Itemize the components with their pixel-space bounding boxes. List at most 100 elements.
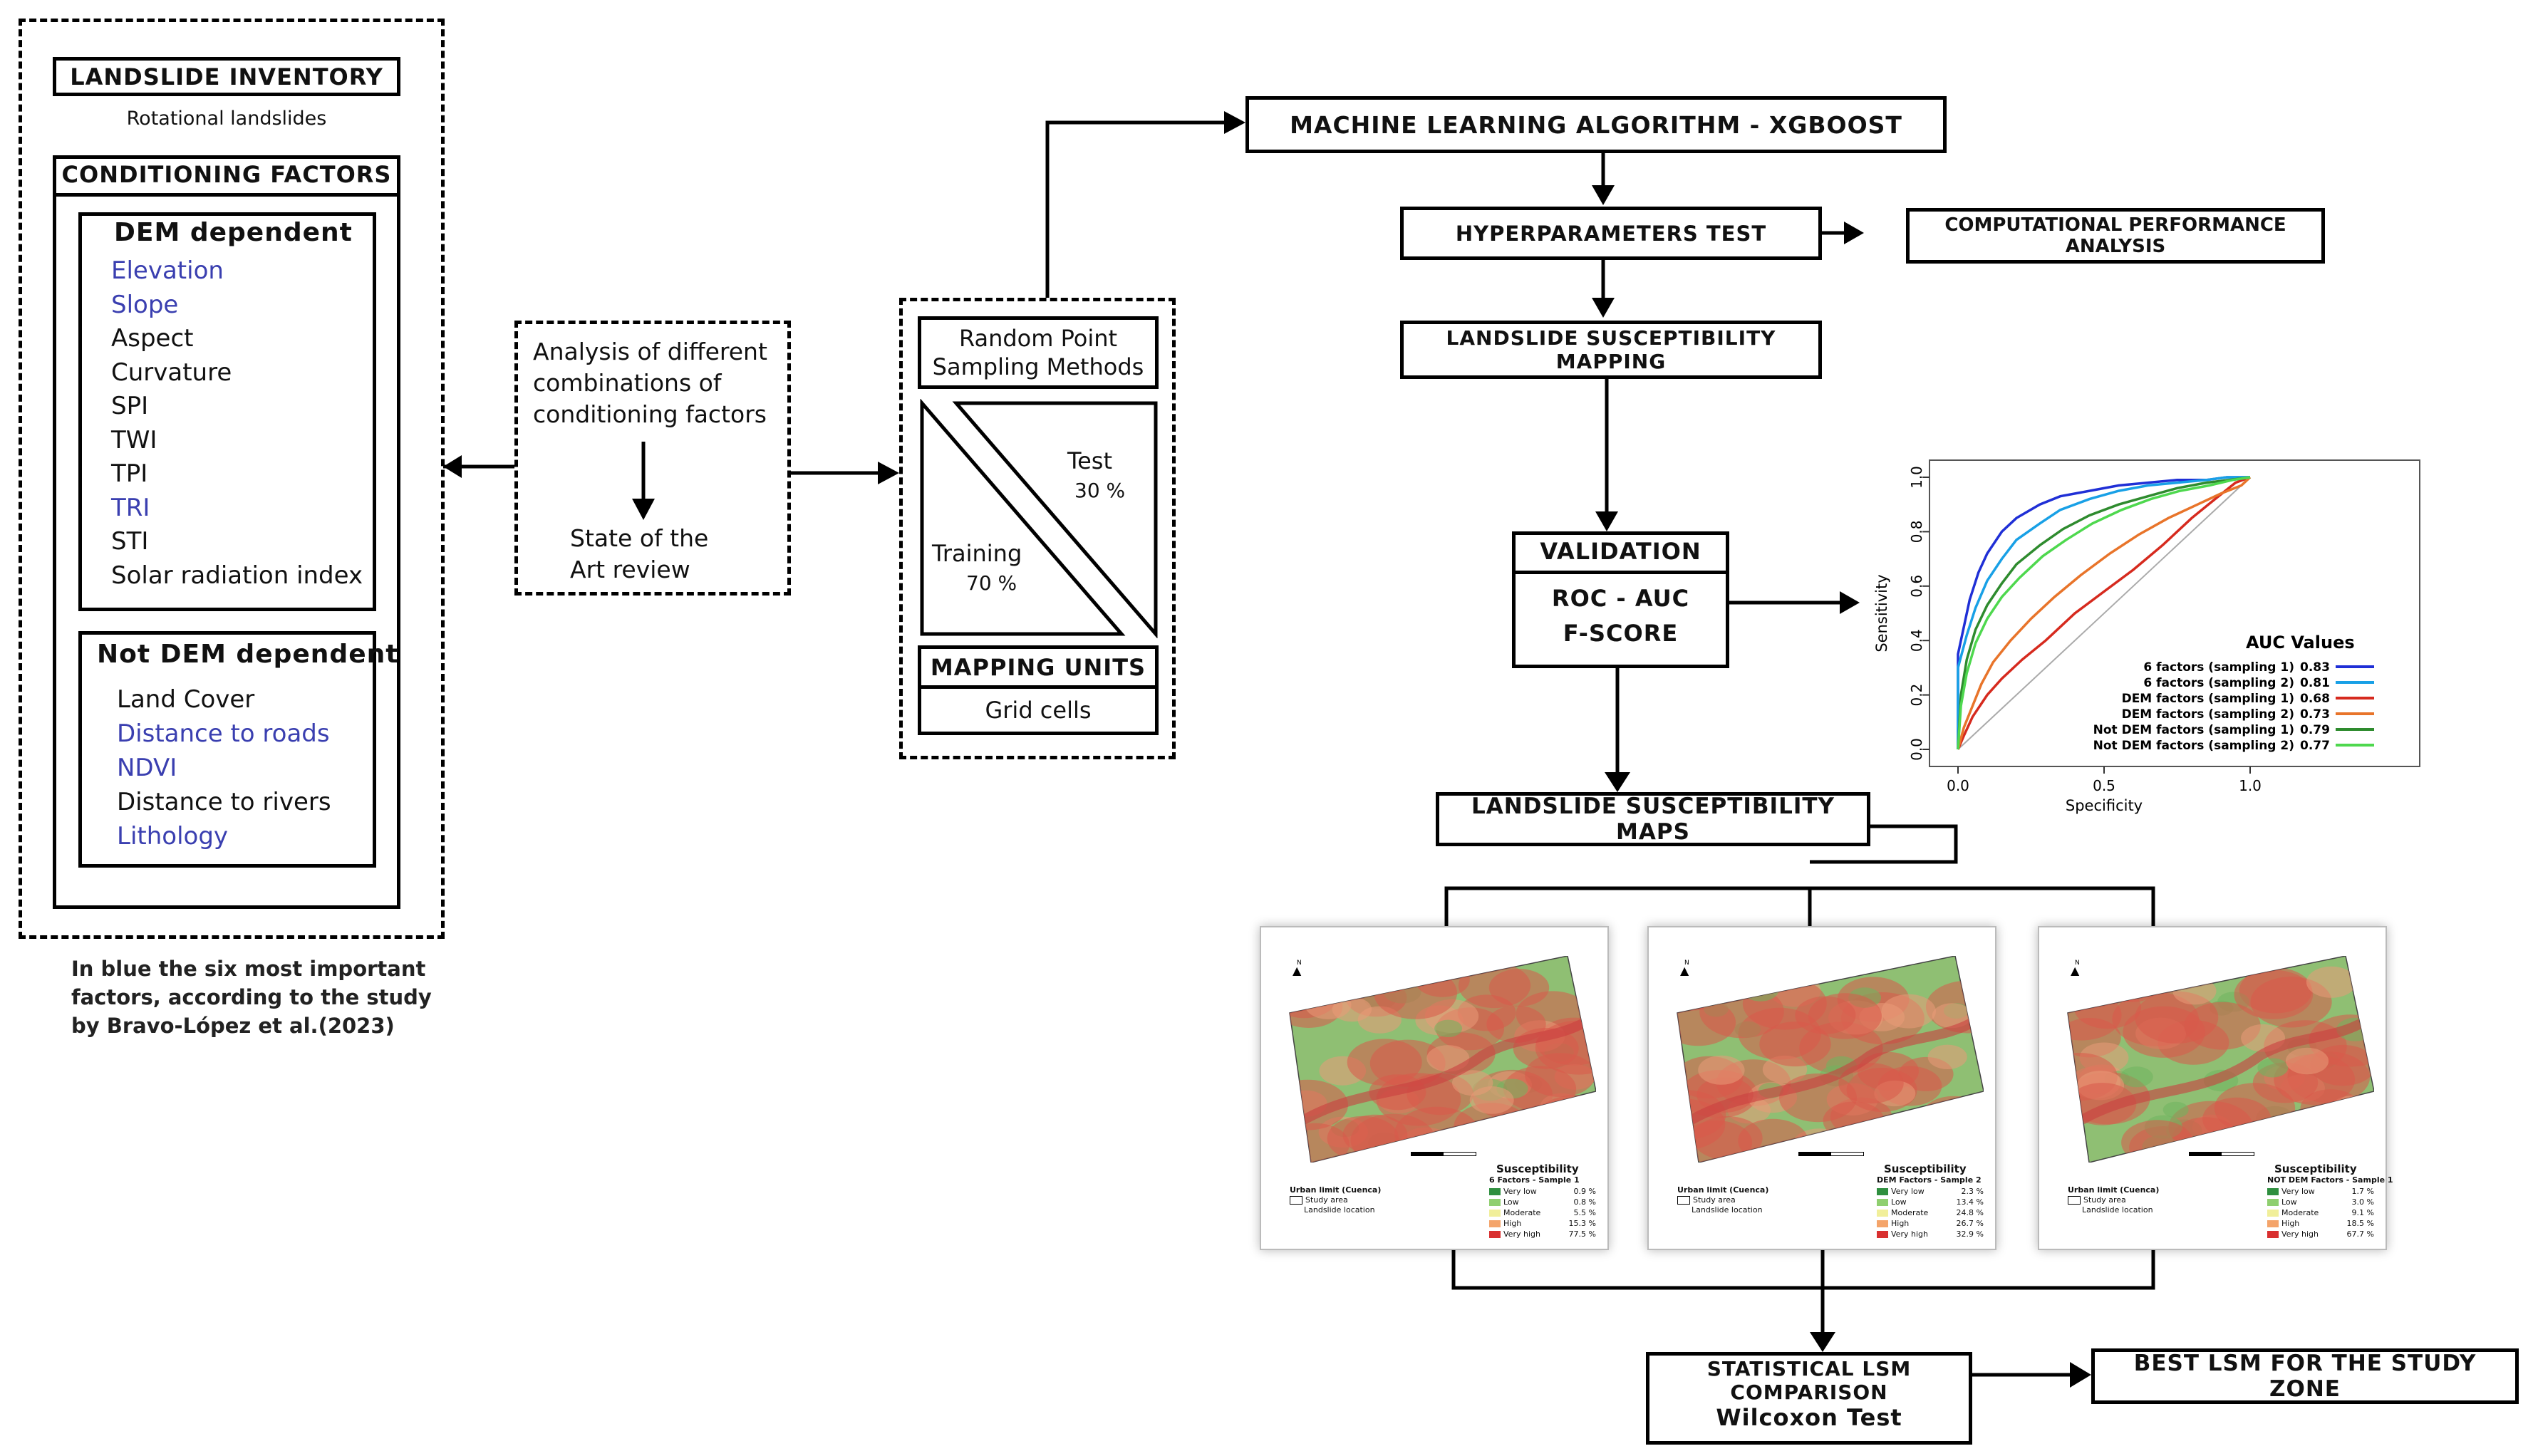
reference-diagonal [1957,477,2251,750]
y-tick-label: 1.0 [1908,466,1925,489]
legend-label: Moderate [2281,1208,2319,1217]
legend-swatch [1877,1231,1888,1238]
ml-algorithm-box: MACHINE LEARNING ALGORITHM - XGBOOST [1245,96,1947,153]
legend-value: 5.5 % [1573,1208,1596,1217]
map-info-text: Study area [1305,1195,1348,1205]
note-line: by Bravo-López et al.(2023) [71,1012,432,1040]
legend-series-name: Not DEM factors (sampling 1) [2093,723,2294,737]
legend-series-auc: 0.81 [2300,676,2330,690]
train-test-split-diagram [920,399,1158,638]
factor-item: TWI [111,425,157,454]
wilcoxon-test-label: Wilcoxon Test [1716,1404,1902,1431]
sampling-title-line: Sampling Methods [932,353,1144,380]
map-info: Urban limit (Cuenca) [1290,1185,1382,1195]
inventory-title: LANDSLIDE INVENTORY [53,57,400,96]
legend-series-auc: 0.77 [2300,739,2330,753]
legend-row: Low 3.0 % [2267,1197,2374,1207]
legend-label: Moderate [1503,1208,1541,1217]
validation-metric: ROC - AUC [1551,585,1690,612]
state-of-art-text: State of the Art review [570,523,708,586]
factor-item: Land Cover [117,685,255,714]
legend-title: Susceptibility [1496,1163,1579,1175]
map-info: Landslide location [1677,1205,1763,1215]
note-line: In blue the six most important [71,957,426,981]
susceptibility-maps-box: LANDSLIDE SUSCEPTIBILITY MAPS [1436,792,1870,846]
legend-swatch [1489,1199,1501,1206]
study-area-swatch [2068,1196,2081,1205]
y-tick-label: 0.6 [1908,575,1925,598]
landslide-location-swatch [1677,1207,1689,1214]
factor-item: TPI [111,459,148,488]
legend-row: Very low 0.9 % [1489,1187,1596,1196]
map-info: Urban limit (Cuenca) [2068,1185,2160,1195]
sampling-panel [899,298,1176,759]
map-info: Study area [1290,1195,1348,1205]
legend-value: 9.1 % [2351,1208,2374,1217]
analysis-box [514,321,791,596]
review-line: State of the [570,524,709,552]
map-info-text: Landslide location [2082,1205,2153,1215]
lsm-mapping-box: LANDSLIDE SUSCEPTIBILITY MAPPING [1400,321,1822,379]
legend-swatch [2267,1199,2279,1206]
factor-item: Curvature [111,358,232,387]
test-percent: 30 % [1074,479,1126,502]
legend-title: AUC Values [2246,633,2355,652]
legend-label: Very high [2281,1229,2319,1239]
legend-row: Low 0.8 % [1489,1197,1596,1207]
x-tick-label: 0.5 [2093,777,2115,794]
legend-row: Moderate 5.5 % [1489,1208,1596,1217]
legend-label: High [1503,1219,1522,1228]
legend-series-auc: 0.83 [2300,660,2330,675]
factor-item: Slope [111,290,179,319]
validation-title: VALIDATION [1512,531,1729,574]
best-lsm-box: BEST LSM FOR THE STUDY ZONE [2091,1348,2519,1404]
x-tick-label: 0.0 [1947,777,1969,794]
legend-row: Very low 2.3 % [1877,1187,1984,1196]
legend-value: 0.9 % [1573,1187,1596,1196]
factor-item: SPI [111,392,149,420]
legend-value: 24.8 % [1956,1208,1984,1217]
not-dem-dependent-box [78,631,376,868]
scale-bar [1411,1152,1476,1156]
legend-swatch [2267,1220,2279,1227]
x-axis-label: Specificity [2066,797,2143,814]
legend-value: 26.7 % [1956,1219,1984,1228]
legend-value: 2.3 % [1961,1187,1984,1196]
landslide-location-swatch [2068,1207,2079,1214]
susceptibility-map-image: ▲ N [1289,956,1596,1163]
roc-curve [1957,476,2250,749]
computational-performance-box: COMPUTATIONAL PERFORMANCE ANALYSIS [1906,208,2325,264]
legend-series-auc: 0.68 [2300,692,2330,706]
plot-frame [1929,459,2420,767]
legend-series-name: Not DEM factors (sampling 2) [2093,739,2294,753]
north-arrow-icon: ▲ [1293,964,1302,977]
grid-cells-box: Grid cells [918,685,1159,735]
legend-label: High [1891,1219,1910,1228]
training-label: Training [932,540,1022,567]
y-tick-label: 0.4 [1908,629,1925,652]
validation-box [1512,531,1729,668]
legend-value: 18.5 % [2346,1219,2374,1228]
legend-label: Very high [1503,1229,1540,1239]
test-label: Test [1067,447,1113,474]
y-tick-label: 0.0 [1908,738,1925,761]
training-percent: 70 % [966,571,1017,595]
scale-bar [1798,1152,1864,1156]
analysis-text: Analysis of different combinations of co… [533,336,767,430]
review-line: Art review [570,556,690,583]
study-area-swatch [1677,1196,1690,1205]
north-arrow-icon: ▲ [2071,964,2080,977]
analysis-line: combinations of [533,369,722,397]
dem-dependent-title: DEM dependent [114,218,353,247]
note-year: (2023) [318,1014,395,1038]
map-info: Landslide location [2068,1205,2153,1215]
map-info-text: Study area [1693,1195,1736,1205]
legend-swatch [1489,1188,1501,1195]
susceptibility-map-image: ▲ N [1677,956,1984,1163]
legend-subtitle: DEM Factors - Sample 2 [1877,1175,1982,1185]
importance-note: In blue the six most important factors, … [71,955,432,1040]
legend-label: Low [1503,1197,1519,1207]
legend-row: Very low 1.7 % [2267,1187,2374,1196]
legend-row: Very high 32.9 % [1877,1229,1984,1239]
roc-curve [1957,476,2251,750]
